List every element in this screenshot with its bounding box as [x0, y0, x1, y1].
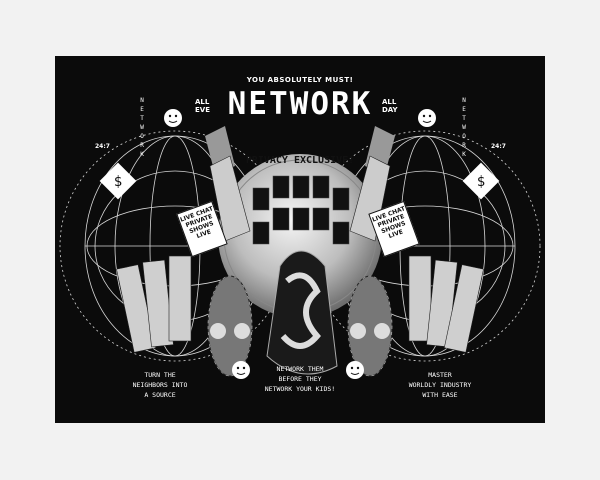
svg-text:$: $ — [114, 174, 122, 190]
side-tag-left: ALL EVE — [195, 98, 225, 114]
dollar-icon-right: $ — [462, 162, 500, 200]
chrome-sculpture — [266, 250, 338, 375]
vertical-letter: E — [462, 106, 466, 113]
caption-line: NETWORK THEM — [276, 365, 324, 373]
badge-left: 24:7 — [95, 143, 110, 150]
grenade-icon-right — [347, 275, 393, 377]
emoji-icon-top-right — [418, 109, 436, 127]
vertical-letter: K — [140, 151, 144, 158]
side-tag-right-line: DAY — [382, 106, 398, 114]
emoji-icon-top-left — [164, 109, 182, 127]
keypad-right — [408, 255, 484, 353]
svg-text:$: $ — [477, 174, 485, 190]
grenade-icon-left — [207, 275, 253, 377]
caption-line: MASTER — [428, 371, 452, 379]
poster-title: NETWORK — [227, 86, 373, 122]
vertical-letter: R — [462, 142, 466, 149]
emoji-icon-bottom-right — [346, 361, 364, 379]
vertical-letter: N — [462, 97, 466, 104]
poster: $ $ YOU ABSO — [55, 56, 545, 423]
vertical-letter: O — [462, 133, 466, 140]
caption-line: NETWORK YOUR KIDS! — [264, 385, 336, 393]
side-tag-left-line: EVE — [195, 106, 210, 114]
poster-artwork: $ $ — [59, 109, 541, 379]
vertical-letter: N — [140, 97, 144, 104]
caption-line: A SOURCE — [144, 391, 176, 399]
kicker-text: YOU ABSOLUTELY MUST! — [246, 76, 354, 84]
vertical-word-right: N E T W O R K — [460, 96, 468, 159]
privacy-label: PRIVACY EXCLUSIVE! — [245, 155, 355, 166]
dollar-icon-left: $ — [99, 162, 137, 200]
vertical-word-left: N E T W O R K — [138, 96, 146, 159]
vertical-letter: T — [462, 115, 466, 122]
caption-line: BEFORE THEY — [278, 375, 322, 383]
vertical-letter: E — [140, 106, 144, 113]
vertical-letter: W — [140, 124, 144, 131]
caption-right: MASTER WORLDLY INDUSTRY WITH EASE — [390, 370, 490, 400]
caption-line: WORLDLY INDUSTRY — [408, 381, 472, 389]
badge-right: 24:7 — [491, 143, 506, 150]
side-tag-right-line: ALL — [382, 98, 397, 106]
vertical-letter: K — [462, 151, 466, 158]
emoji-icon-bottom-left — [232, 361, 250, 379]
vertical-letter: W — [462, 124, 466, 131]
vertical-letter: T — [140, 115, 144, 122]
caption-center: NETWORK THEM BEFORE THEY NETWORK YOUR KI… — [250, 364, 350, 394]
bottle-left — [209, 155, 251, 242]
side-tag-right: ALL DAY — [382, 98, 412, 114]
keypad-left — [116, 255, 192, 353]
side-tag-left-line: ALL — [195, 98, 210, 106]
caption-left: TURN THE NEIGHBORS INTO A SOURCE — [110, 370, 210, 400]
phone-grid — [252, 175, 350, 245]
vertical-letter: R — [140, 142, 144, 149]
vertical-letter: O — [140, 133, 144, 140]
caption-line: NEIGHBORS INTO — [132, 381, 188, 389]
caption-line: TURN THE — [144, 371, 176, 379]
caption-line: WITH EASE — [422, 391, 458, 399]
